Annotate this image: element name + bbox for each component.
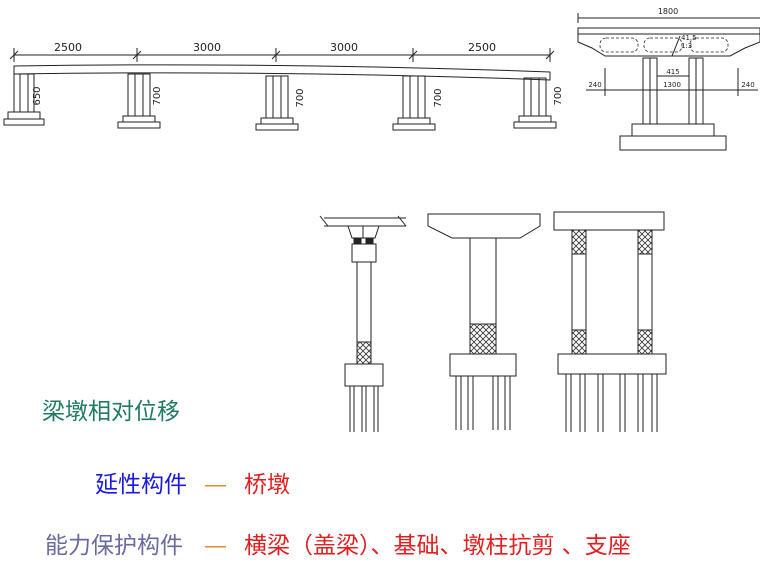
detail1-piles: [349, 386, 379, 432]
pier-height-4: 700: [433, 88, 444, 107]
pier-height-2: 700: [152, 86, 163, 105]
section-dim-mid: 1300: [663, 81, 681, 89]
pier-5: [513, 77, 557, 129]
detail-frame: [553, 211, 667, 432]
detail2-plastic-hinge: [469, 323, 497, 355]
dimension-ticks: [9, 48, 555, 62]
section-pile-cap: [631, 123, 715, 137]
detail3-piles: [565, 374, 658, 432]
pier-height-3: 700: [295, 88, 306, 107]
ductile-member-label: 延性构件: [95, 472, 187, 498]
pier-1: [3, 73, 45, 126]
detail-bearing-column: [319, 215, 407, 432]
capacity-protected-label: 能力保护构件: [45, 533, 183, 559]
ductile-member-dash: —: [204, 472, 227, 498]
detail1-plastic-hinge: [356, 341, 372, 365]
ductile-member-value: 桥墩: [244, 472, 290, 498]
section-inner-dim: 415: [666, 68, 679, 76]
span-dim-1: 2500: [54, 41, 82, 54]
elevation-view: 2500 3000 3000 2500: [3, 41, 564, 131]
pier-height-1: 650: [32, 86, 43, 105]
pier-4: [392, 75, 436, 131]
girder-deck: [13, 64, 551, 81]
capacity-protected-value: 横梁（盖梁）、基础、墩柱抗剪 、支座: [244, 533, 631, 559]
detail3-cap-beam: [553, 211, 665, 231]
detail3-hinge-right-bottom: [637, 329, 653, 355]
detail3-footing: [557, 353, 667, 375]
detail3-hinge-left-bottom: [571, 329, 587, 355]
bearing-left: [353, 237, 362, 245]
section-label-b: 1:3: [681, 42, 692, 50]
span-dim-2: 3000: [193, 41, 221, 54]
detail1-cap: [351, 243, 377, 263]
box-girder: [577, 27, 760, 57]
span-dim-3: 3000: [330, 41, 358, 54]
detail-single-column: [427, 213, 541, 430]
detail1-footing: [344, 363, 384, 387]
detail2-cap-beam: [427, 213, 541, 239]
bearing-right: [365, 237, 374, 245]
cross-section-view: 1800 41.5 1:3 415: [577, 7, 760, 151]
section-footing: [619, 135, 727, 151]
span-dim-4: 2500: [468, 41, 496, 54]
section-dim-right: 240: [741, 81, 754, 89]
pier-3: [255, 75, 299, 131]
pier-height-5: 700: [553, 86, 564, 105]
detail2-footing: [449, 353, 517, 377]
detail2-piles: [455, 376, 511, 430]
pier-2: [117, 73, 161, 129]
detail3-hinge-left-top: [571, 229, 587, 255]
detail3-hinge-right-top: [637, 229, 653, 255]
slide-title: 梁墩相对位移: [42, 399, 180, 425]
capacity-protected-dash: —: [204, 533, 227, 559]
section-total-width: 1800: [658, 7, 678, 16]
section-dim-left: 240: [588, 81, 601, 89]
section-label-a: 41.5: [681, 34, 697, 42]
